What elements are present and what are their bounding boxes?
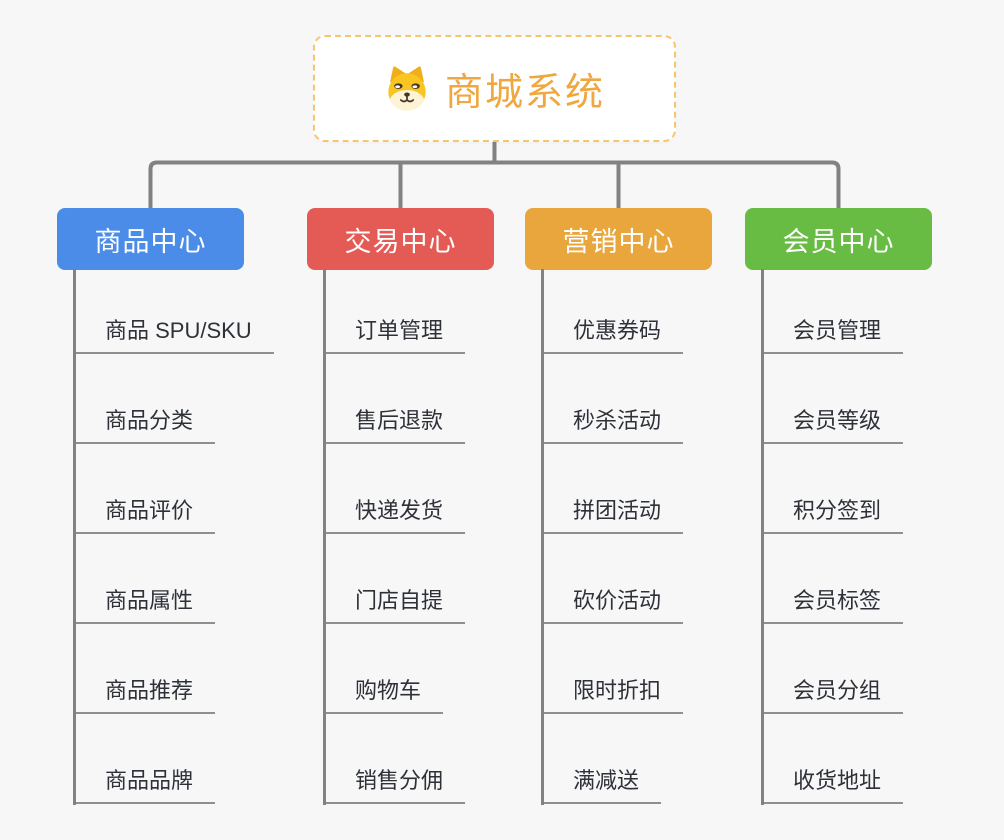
topic-node[interactable]: 商品分类 bbox=[73, 354, 216, 444]
branch-spine-line bbox=[73, 269, 76, 805]
topic-node[interactable]: 收货地址 bbox=[761, 714, 904, 804]
topic-node[interactable]: 会员标签 bbox=[761, 534, 904, 624]
topic-node[interactable]: 拼团活动 bbox=[541, 444, 684, 534]
topic-node[interactable]: 商品推荐 bbox=[73, 624, 216, 714]
topic-node[interactable]: 会员等级 bbox=[761, 354, 904, 444]
topic-node[interactable]: 商品品牌 bbox=[73, 714, 216, 804]
topic-node[interactable]: 销售分佣 bbox=[323, 714, 466, 804]
branch-label: 会员中心 bbox=[782, 226, 895, 257]
topic-node[interactable]: 砍价活动 bbox=[541, 534, 684, 624]
root-node[interactable]: 商城系统 bbox=[313, 35, 676, 142]
topic-node[interactable]: 订单管理 bbox=[323, 264, 466, 354]
topic-node[interactable]: 会员分组 bbox=[761, 624, 904, 714]
root-title: 商城系统 bbox=[444, 72, 605, 114]
branch-spine-line bbox=[323, 269, 326, 805]
topic-node[interactable]: 商品属性 bbox=[73, 534, 216, 624]
topic-node[interactable]: 积分签到 bbox=[761, 444, 904, 534]
topic-node[interactable]: 限时折扣 bbox=[541, 624, 684, 714]
branch-label: 交易中心 bbox=[344, 226, 457, 257]
branch-node-1[interactable]: 商品中心 bbox=[57, 208, 244, 270]
topic-node[interactable]: 会员管理 bbox=[761, 264, 904, 354]
topic-node[interactable]: 快递发货 bbox=[323, 444, 466, 534]
branch-children-3: 优惠券码秒杀活动拼团活动砍价活动限时折扣满减送 bbox=[541, 264, 684, 805]
topic-node[interactable]: 秒杀活动 bbox=[541, 354, 684, 444]
topic-node[interactable]: 优惠券码 bbox=[541, 264, 684, 354]
branch-spine-line bbox=[541, 269, 544, 805]
topic-node[interactable]: 购物车 bbox=[323, 624, 444, 714]
branch-label: 商品中心 bbox=[94, 226, 207, 257]
topic-node[interactable]: 满减送 bbox=[541, 714, 662, 804]
topic-node[interactable]: 售后退款 bbox=[323, 354, 466, 444]
shiba-dog-icon bbox=[384, 65, 430, 112]
branch-children-4: 会员管理会员等级积分签到会员标签会员分组收货地址 bbox=[761, 264, 904, 805]
branch-node-4[interactable]: 会员中心 bbox=[745, 208, 932, 270]
topic-node[interactable]: 商品 SPU/SKU bbox=[73, 264, 274, 354]
topic-node[interactable]: 商品评价 bbox=[73, 444, 216, 534]
branch-spine-line bbox=[761, 269, 764, 805]
branch-label: 营销中心 bbox=[562, 226, 675, 257]
topic-node[interactable]: 门店自提 bbox=[323, 534, 466, 624]
branch-node-2[interactable]: 交易中心 bbox=[307, 208, 494, 270]
branch-children-2: 订单管理售后退款快递发货门店自提购物车销售分佣 bbox=[323, 264, 466, 805]
branch-node-3[interactable]: 营销中心 bbox=[525, 208, 712, 270]
